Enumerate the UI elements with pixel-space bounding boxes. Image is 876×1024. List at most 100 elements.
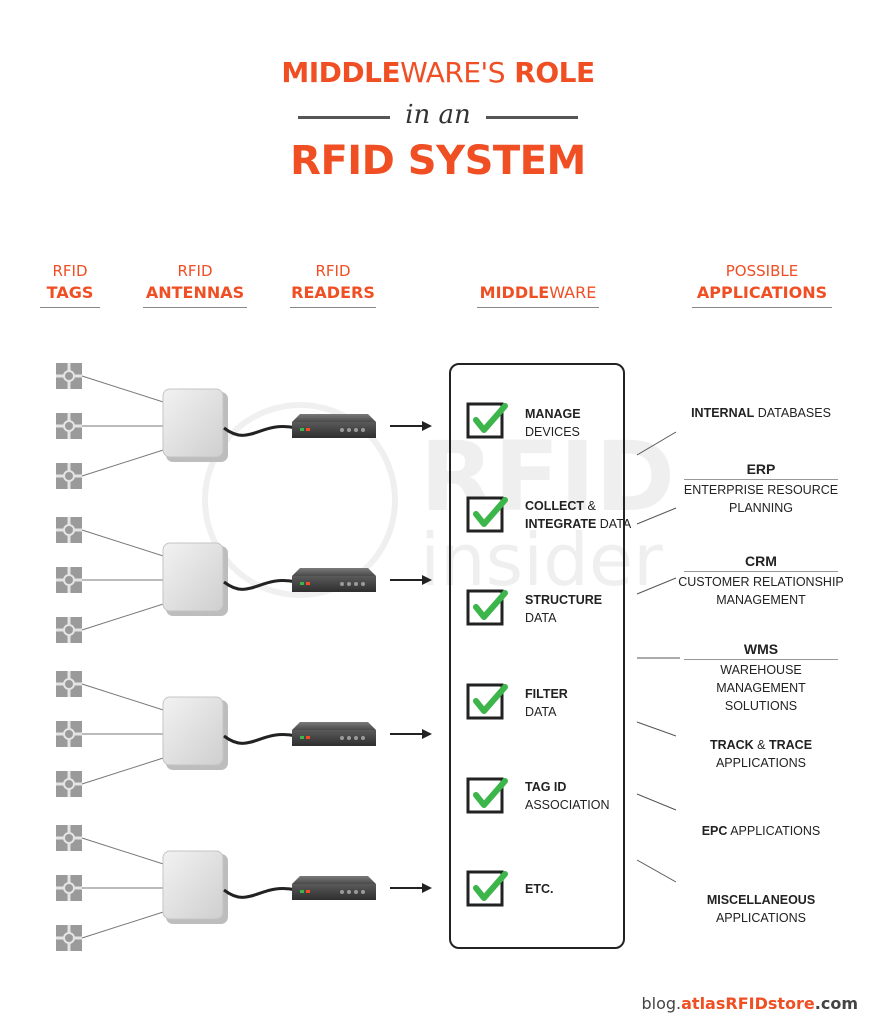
- reader-led-green: [300, 736, 304, 739]
- reader-port: [347, 582, 351, 586]
- antenna-body: [162, 696, 224, 766]
- reader-port: [340, 736, 344, 740]
- app-track-line2: APPLICATIONS: [715, 756, 807, 770]
- antenna-body: [162, 850, 224, 920]
- header-tags-underline: [40, 307, 100, 308]
- app-erp: ERP ENTERPRISE RESOURCE PLANNING: [676, 460, 846, 517]
- middleware-app-line: [636, 577, 677, 595]
- reader-top: [292, 414, 376, 422]
- reader-port: [361, 736, 365, 740]
- footer-url-suffix: .com: [814, 994, 858, 1013]
- app-internal-databases: INTERNAL DATABASES: [676, 404, 846, 422]
- function-collect-bold: COLLECT: [525, 499, 585, 513]
- tag-chip: [63, 728, 75, 740]
- app-track-bold: TRACK: [709, 738, 754, 752]
- title-rule-left: [298, 116, 390, 119]
- app-crm-line2: MANAGEMENT: [716, 593, 806, 607]
- reader-led-orange: [306, 890, 310, 893]
- antenna-body: [162, 542, 224, 612]
- app-misc-line2: APPLICATIONS: [715, 911, 807, 925]
- header-antennas-underline: [143, 307, 247, 308]
- tag-chip: [63, 832, 75, 844]
- checkbox-check-icon: [466, 870, 508, 907]
- reader-port: [354, 736, 358, 740]
- footer-url-prefix: blog.: [641, 994, 682, 1013]
- app-miscellaneous: MISCELLANEOUS APPLICATIONS: [676, 891, 846, 927]
- checkbox-check-icon: [466, 496, 508, 533]
- tag-chip: [63, 574, 75, 586]
- reader-port: [354, 890, 358, 894]
- antenna-cable: [223, 425, 297, 437]
- reader-led-orange: [306, 736, 310, 739]
- hardware-group-1: [56, 363, 432, 489]
- rfid-reader-icon: [292, 876, 376, 900]
- header-middleware-underline: [477, 307, 599, 308]
- reader-front: [292, 576, 376, 592]
- title-line-2: in an: [405, 100, 471, 130]
- title-line-3: RFID SYSTEM: [290, 138, 586, 184]
- title-line-1: MIDDLEWARE'S ROLE: [0, 56, 876, 89]
- reader-top: [292, 722, 376, 730]
- tag-chip: [63, 420, 75, 432]
- app-crm: CRM CUSTOMER RELATIONSHIP MANAGEMENT: [676, 552, 846, 609]
- function-collect-line2-bold: INTEGRATE: [525, 517, 597, 531]
- middleware-app-line: [636, 507, 677, 525]
- rfid-tag-icon: [56, 517, 82, 543]
- rfid-tag-icon: [56, 721, 82, 747]
- title-middle: MIDDLE: [281, 56, 401, 89]
- function-tagid-bold: TAG ID: [525, 780, 567, 794]
- function-manage-line2: DEVICES: [525, 425, 580, 439]
- app-internal-bold: INTERNAL: [691, 406, 755, 420]
- rfid-antenna-icon: [162, 388, 228, 462]
- rfid-reader-icon: [292, 414, 376, 438]
- check-mark: [473, 684, 508, 714]
- footer-url-brand: atlasRFIDstore: [681, 994, 815, 1013]
- hardware-group-2: [56, 517, 432, 643]
- check-mark: [473, 497, 508, 527]
- reader-led-green: [300, 428, 304, 431]
- tag-chip: [63, 678, 75, 690]
- function-structure-bold: STRUCTURE: [525, 593, 603, 607]
- app-epc: EPC APPLICATIONS: [676, 822, 846, 840]
- reader-top: [292, 568, 376, 576]
- checkbox-check-icon: [466, 402, 508, 439]
- header-readers-top: RFID: [315, 262, 351, 280]
- app-erp-rule: [684, 479, 838, 480]
- reader-port: [340, 428, 344, 432]
- rfid-tag-icon: [56, 875, 82, 901]
- function-structure: STRUCTURE DATA: [525, 591, 602, 627]
- rfid-tag-icon: [56, 567, 82, 593]
- tag-chip: [63, 882, 75, 894]
- header-tags-bottom: TAGS: [46, 283, 94, 302]
- header-applications-bottom: APPLICATIONS: [696, 283, 828, 302]
- app-erp-line2: PLANNING: [729, 501, 793, 515]
- footer-url[interactable]: blog.atlasRFIDstore.com: [641, 994, 858, 1013]
- checkbox-check-icon: [466, 777, 508, 814]
- app-track-mid: &: [753, 738, 769, 752]
- app-epc-rest: APPLICATIONS: [727, 824, 821, 838]
- rfid-antenna-icon: [162, 696, 228, 770]
- header-applications: POSSIBLE APPLICATIONS: [692, 261, 832, 308]
- antenna-cable: [223, 733, 297, 745]
- app-misc-bold: MISCELLANEOUS: [706, 893, 816, 907]
- reader-led-orange: [306, 428, 310, 431]
- tag-chip: [63, 524, 75, 536]
- check-mark: [473, 403, 508, 433]
- rfid-tag-icon: [56, 825, 82, 851]
- rfid-reader-icon: [292, 568, 376, 592]
- reader-port: [347, 428, 351, 432]
- header-readers: RFID READERS: [290, 261, 376, 308]
- reader-port: [347, 736, 351, 740]
- reader-led-green: [300, 890, 304, 893]
- function-tagid-line2: ASSOCIATION: [525, 798, 610, 812]
- tag-chip: [63, 932, 75, 944]
- reader-port: [354, 428, 358, 432]
- app-crm-head: CRM: [745, 553, 777, 569]
- function-etc-bold: ETC.: [525, 882, 554, 896]
- function-collect-rest: &: [584, 499, 596, 513]
- app-track-trace: TRACK & TRACE APPLICATIONS: [676, 736, 846, 772]
- watermark-rfid: RFID: [420, 421, 675, 533]
- function-manage-bold: MANAGE: [525, 407, 581, 421]
- title-rule-right: [486, 116, 578, 119]
- header-middleware-light: WARE: [549, 283, 597, 302]
